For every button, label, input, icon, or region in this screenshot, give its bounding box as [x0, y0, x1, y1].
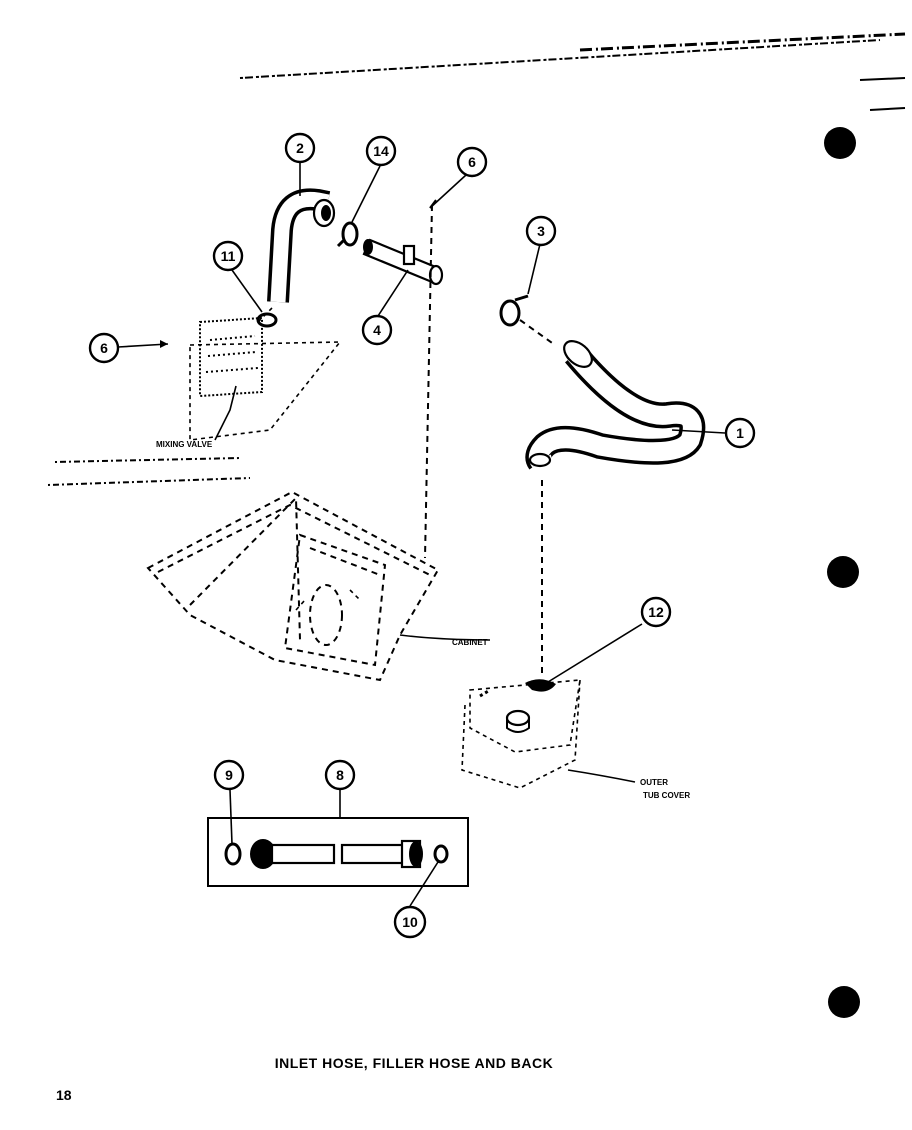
part-clamp-14	[336, 221, 359, 248]
callout-11-text: 11	[221, 248, 236, 264]
inlet-hose-assembly	[207, 817, 469, 887]
washer-9	[224, 842, 242, 866]
leader-lines	[117, 163, 726, 907]
label-outer: OUTER	[640, 778, 668, 787]
callout-6-left: 6	[88, 332, 120, 364]
callout-9: 9	[213, 759, 245, 791]
binder-hole-top	[824, 127, 856, 159]
part-clamp-11	[256, 312, 278, 328]
arrow-head-6-left	[160, 340, 168, 348]
callout-1-text: 1	[736, 425, 744, 441]
callout-11: 11	[212, 240, 244, 272]
callout-4: 4	[361, 314, 393, 346]
binder-hole-bottom	[828, 986, 860, 1018]
hose-coupling-left	[250, 839, 276, 869]
callout-1: 1	[724, 417, 756, 449]
part-hose-elbow	[267, 188, 336, 303]
callout-2: 2	[284, 132, 316, 164]
inlet-hose-frame	[207, 817, 469, 887]
washer-10	[433, 844, 449, 864]
part-mixing-valve	[189, 316, 342, 441]
label-mixing-valve: MIXING VALVE	[156, 440, 213, 449]
part-outer-tub-cover	[461, 679, 636, 789]
callout-10-text: 10	[402, 914, 418, 930]
scan-noise-top	[239, 32, 906, 111]
callout-14: 14	[365, 135, 397, 167]
callout-10: 10	[393, 905, 427, 939]
callout-4-text: 4	[373, 322, 381, 338]
callout-8-text: 8	[336, 767, 344, 783]
callout-6-top: 6	[456, 146, 488, 178]
page-number: 18	[56, 1087, 72, 1103]
label-cabinet: CABINET	[452, 638, 488, 647]
callout-3: 3	[525, 215, 557, 247]
binder-hole-middle	[827, 556, 859, 588]
callout-6-left-text: 6	[100, 340, 108, 356]
callout-8: 8	[324, 759, 356, 791]
callout-3-text: 3	[537, 223, 545, 239]
callout-9-text: 9	[225, 767, 233, 783]
callout-14-text: 14	[373, 143, 389, 159]
part-filler-hose	[525, 340, 706, 470]
callout-2-text: 2	[296, 140, 304, 156]
callout-6-top-text: 6	[468, 154, 476, 170]
callout-12: 12	[640, 596, 672, 628]
diagram-caption: INLET HOSE, FILLER HOSE AND BACK	[274, 1055, 554, 1071]
callout-12-text: 12	[648, 604, 664, 620]
part-clamp-3	[499, 294, 529, 327]
scan-noise-mid	[47, 457, 251, 486]
label-tub-cover: TUB COVER	[643, 791, 690, 800]
part-cabinet	[146, 490, 491, 682]
